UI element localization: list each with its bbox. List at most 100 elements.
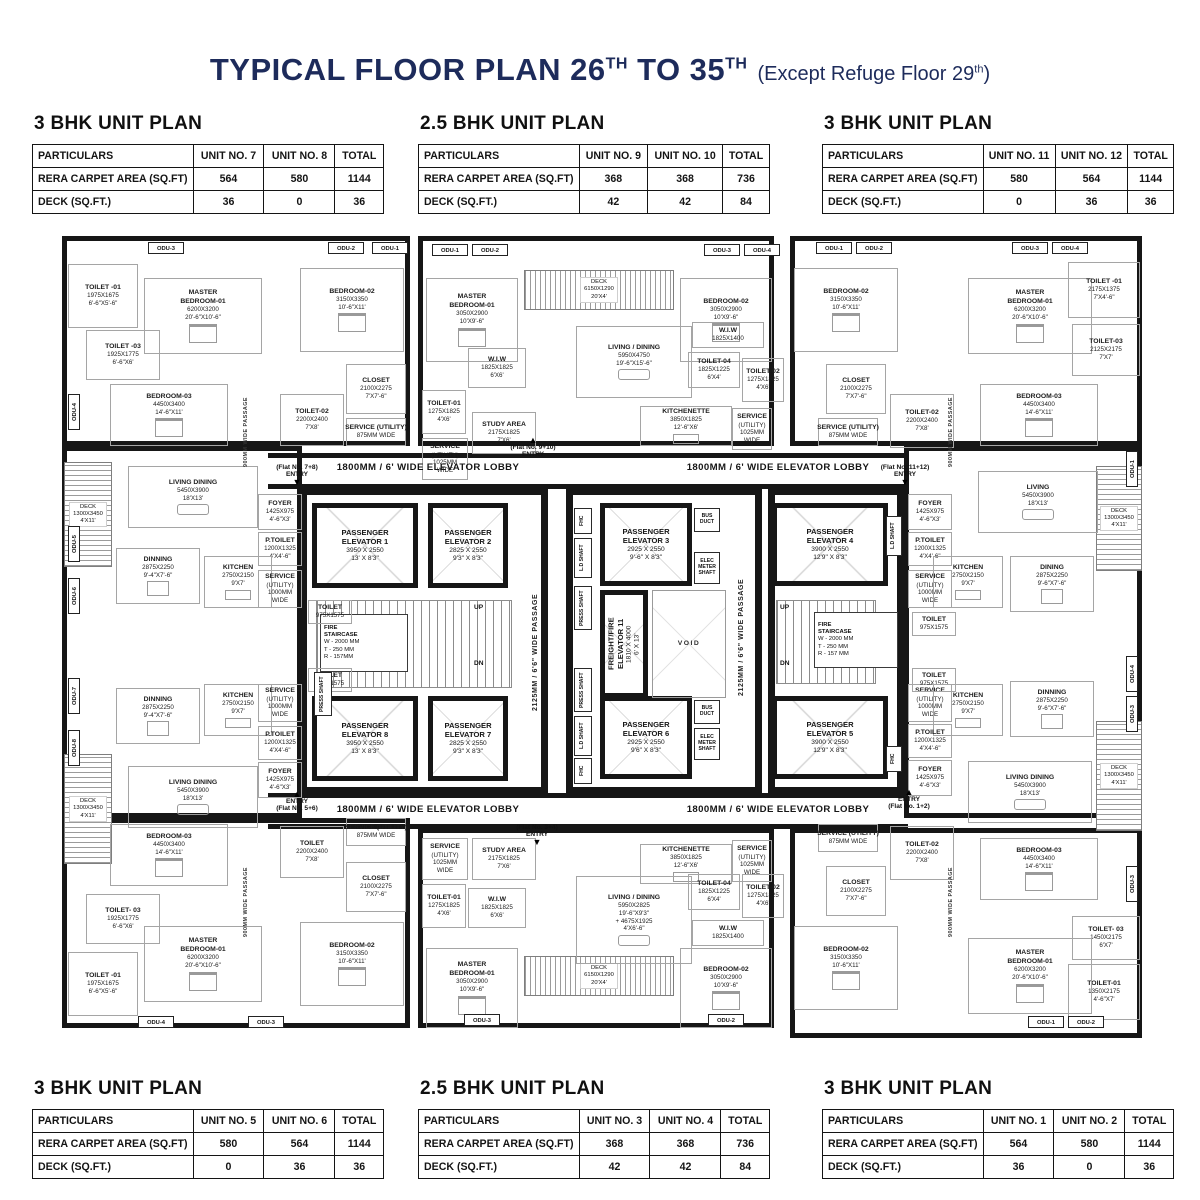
table-heading: 3 BHK UNIT PLAN	[34, 113, 203, 134]
label-line: 1425X975	[265, 508, 295, 516]
label-line: 1200X1325	[914, 545, 946, 553]
label-line: 6'-6"X6'	[112, 923, 134, 931]
label-line: 1450X2175	[1090, 934, 1122, 942]
label-line: BEDROOM-03	[146, 832, 192, 840]
counter-furniture-icon	[225, 717, 251, 728]
label-line: 7'X7'-6"	[845, 895, 867, 903]
label-line: 18'X13'	[1019, 789, 1041, 797]
table-cell: 1144	[1124, 1132, 1174, 1156]
label-line: 1825X1400	[712, 933, 744, 941]
elevator-lobby-label: 1800MM / 6' WIDE ELEVATOR LOBBY	[686, 804, 870, 815]
label-line: 1200X1325	[264, 739, 296, 747]
entry-arrow-icon: ▼	[900, 477, 910, 487]
stair-direction-label: UP	[474, 604, 484, 611]
label-line: TOILET -01	[85, 284, 121, 291]
counter-furniture-icon	[955, 589, 981, 600]
label-line: 4450X3400	[153, 400, 185, 408]
label-line: 3050X2900	[710, 305, 742, 313]
table-furniture-icon	[1041, 714, 1063, 730]
label-line: 3850X1825	[670, 854, 702, 862]
label-line: 7'X8'	[305, 424, 319, 432]
odu-tag: ODU-4	[1126, 656, 1138, 692]
label-line: BEDROOM-01	[180, 945, 226, 953]
label-line: 7'X6'	[497, 863, 511, 871]
label-line: 4450X3400	[1023, 854, 1055, 862]
side-passage-label: 900MM WIDE PASSAGE	[243, 867, 249, 938]
label-line: 12'9" X 8'3"	[813, 553, 847, 561]
entry-marker: (Flat No. 11+12)ENTRY▼	[870, 462, 940, 488]
label-line: 1975X1675	[87, 980, 119, 988]
label-line: 3900 X 2550	[811, 545, 849, 553]
label-line: 20'-6"X10'-6"	[185, 313, 221, 321]
sofa-furniture-icon	[1014, 799, 1046, 811]
label-line: W.I.W	[718, 326, 738, 334]
label-line: FOYER	[268, 768, 292, 775]
table-heading: 2.5 BHK UNIT PLAN	[420, 1078, 605, 1099]
label-line: 20'-6"X10'-6"	[185, 961, 221, 969]
label-line: 18'X13'	[182, 494, 204, 502]
entry-label: (Flat No. 3+4)	[516, 824, 558, 831]
label-line: 1825X1400	[712, 335, 744, 343]
table-cell: 0	[982, 190, 1056, 214]
label-line: 1925X1775	[107, 351, 139, 359]
label-line: R - 157 MM	[818, 651, 849, 658]
label-line: 13' X 8'3"	[351, 554, 379, 562]
entry-label: ENTRY	[521, 451, 545, 458]
label-line: 6' X 13'	[633, 633, 641, 655]
table-cell: 368	[578, 1132, 651, 1156]
label-line: 4'-6"X3'	[919, 516, 941, 524]
label-line: 2175X1375	[1088, 286, 1120, 294]
counter-furniture-icon	[673, 433, 699, 444]
label-line: TOILET-04	[697, 358, 731, 365]
label-line: ELEVATOR 11	[615, 618, 625, 670]
label-line: 2100X2275	[840, 385, 872, 393]
wall-outline	[268, 453, 908, 489]
bed-furniture-icon	[1025, 872, 1053, 892]
table-cell: 0	[263, 190, 336, 214]
label-line: TOILET- 03	[1088, 926, 1124, 933]
shaft-tag: PRESS SHAFT	[314, 672, 332, 716]
label-line: 14'-6"X11'	[1025, 862, 1053, 870]
table-cell: 736	[722, 167, 770, 191]
table-cell: 736	[720, 1132, 770, 1156]
label-line: TOILET-03	[1089, 338, 1123, 345]
label-line: 4'X6'	[756, 384, 770, 392]
label-line: TOILET -01	[85, 972, 121, 979]
label-line: 2175X1825	[488, 855, 520, 863]
odu-tag: ODU-6	[68, 578, 80, 614]
label-line: MASTER	[457, 293, 487, 301]
column-header: UNIT NO. 8	[263, 144, 336, 168]
label-line: DINNING	[143, 695, 173, 703]
column-header: UNIT NO. 5	[192, 1109, 265, 1133]
column-header: UNIT NO. 9	[578, 144, 649, 168]
page-title: TYPICAL FLOOR PLAN 26TH TO 35TH(Except R…	[0, 52, 1200, 88]
label-line: DINNING	[1037, 688, 1067, 696]
label-line: PASSENGER	[622, 526, 670, 536]
label-line: W - 2000 MM	[818, 636, 854, 643]
table-cell: 36	[334, 190, 384, 214]
label-line: WIDE	[921, 711, 939, 719]
entry-label: (Flat No. 9+10)	[510, 444, 556, 451]
table-cell: 368	[578, 167, 649, 191]
table-cell: RERA CARPET AREA (SQ.FT)	[418, 167, 580, 191]
